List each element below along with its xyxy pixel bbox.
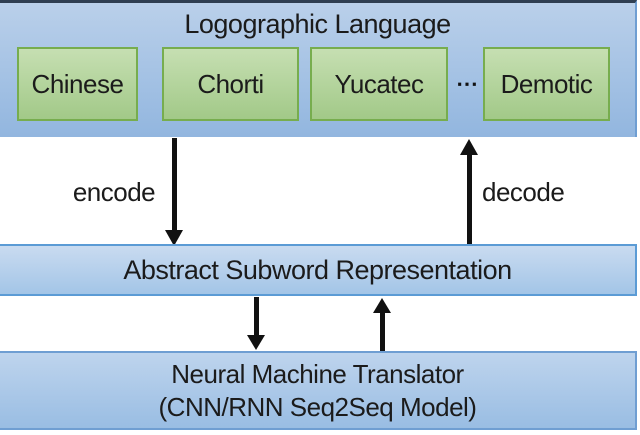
decode-arrowhead-icon [460, 139, 478, 155]
mid-up-arrowhead-icon [373, 298, 391, 313]
decode-label: decode [482, 177, 565, 207]
representation-to-translator-arrow [247, 297, 265, 351]
translator-title-line2: (CNN/RNN Seq2Seq Model) [158, 391, 477, 422]
encode-arrow-down [165, 138, 183, 246]
language-box-chinese: Chinese [17, 47, 138, 121]
neural-machine-translator-box: Neural Machine Translator (CNN/RNN Seq2S… [0, 351, 637, 430]
encode-label: encode [72, 177, 156, 207]
language-box-yucatec: Yucatec [310, 47, 448, 121]
mid-down-arrowhead-icon [247, 335, 265, 350]
language-box-chorti: Chorti [162, 47, 299, 121]
translator-to-representation-arrow [373, 298, 391, 351]
decode-arrow-up [460, 139, 478, 245]
logographic-language-box: Logographic Language Chinese Chorti Yuca… [0, 0, 637, 137]
ellipsis-more-languages: ⋯ [456, 71, 478, 96]
language-box-demotic: Demotic [483, 47, 610, 121]
abstract-subword-representation-bar: Abstract Subword Representation [0, 244, 637, 296]
decode-arrow-shaft [466, 153, 472, 245]
translator-title-line1: Neural Machine Translator [171, 358, 464, 389]
top-box-title: Logographic Language [184, 9, 451, 39]
mid-down-arrow-shaft [253, 297, 259, 337]
encode-arrow-shaft [171, 138, 177, 231]
encode-arrowhead-icon [165, 230, 183, 246]
mid-up-arrow-shaft [379, 311, 385, 351]
